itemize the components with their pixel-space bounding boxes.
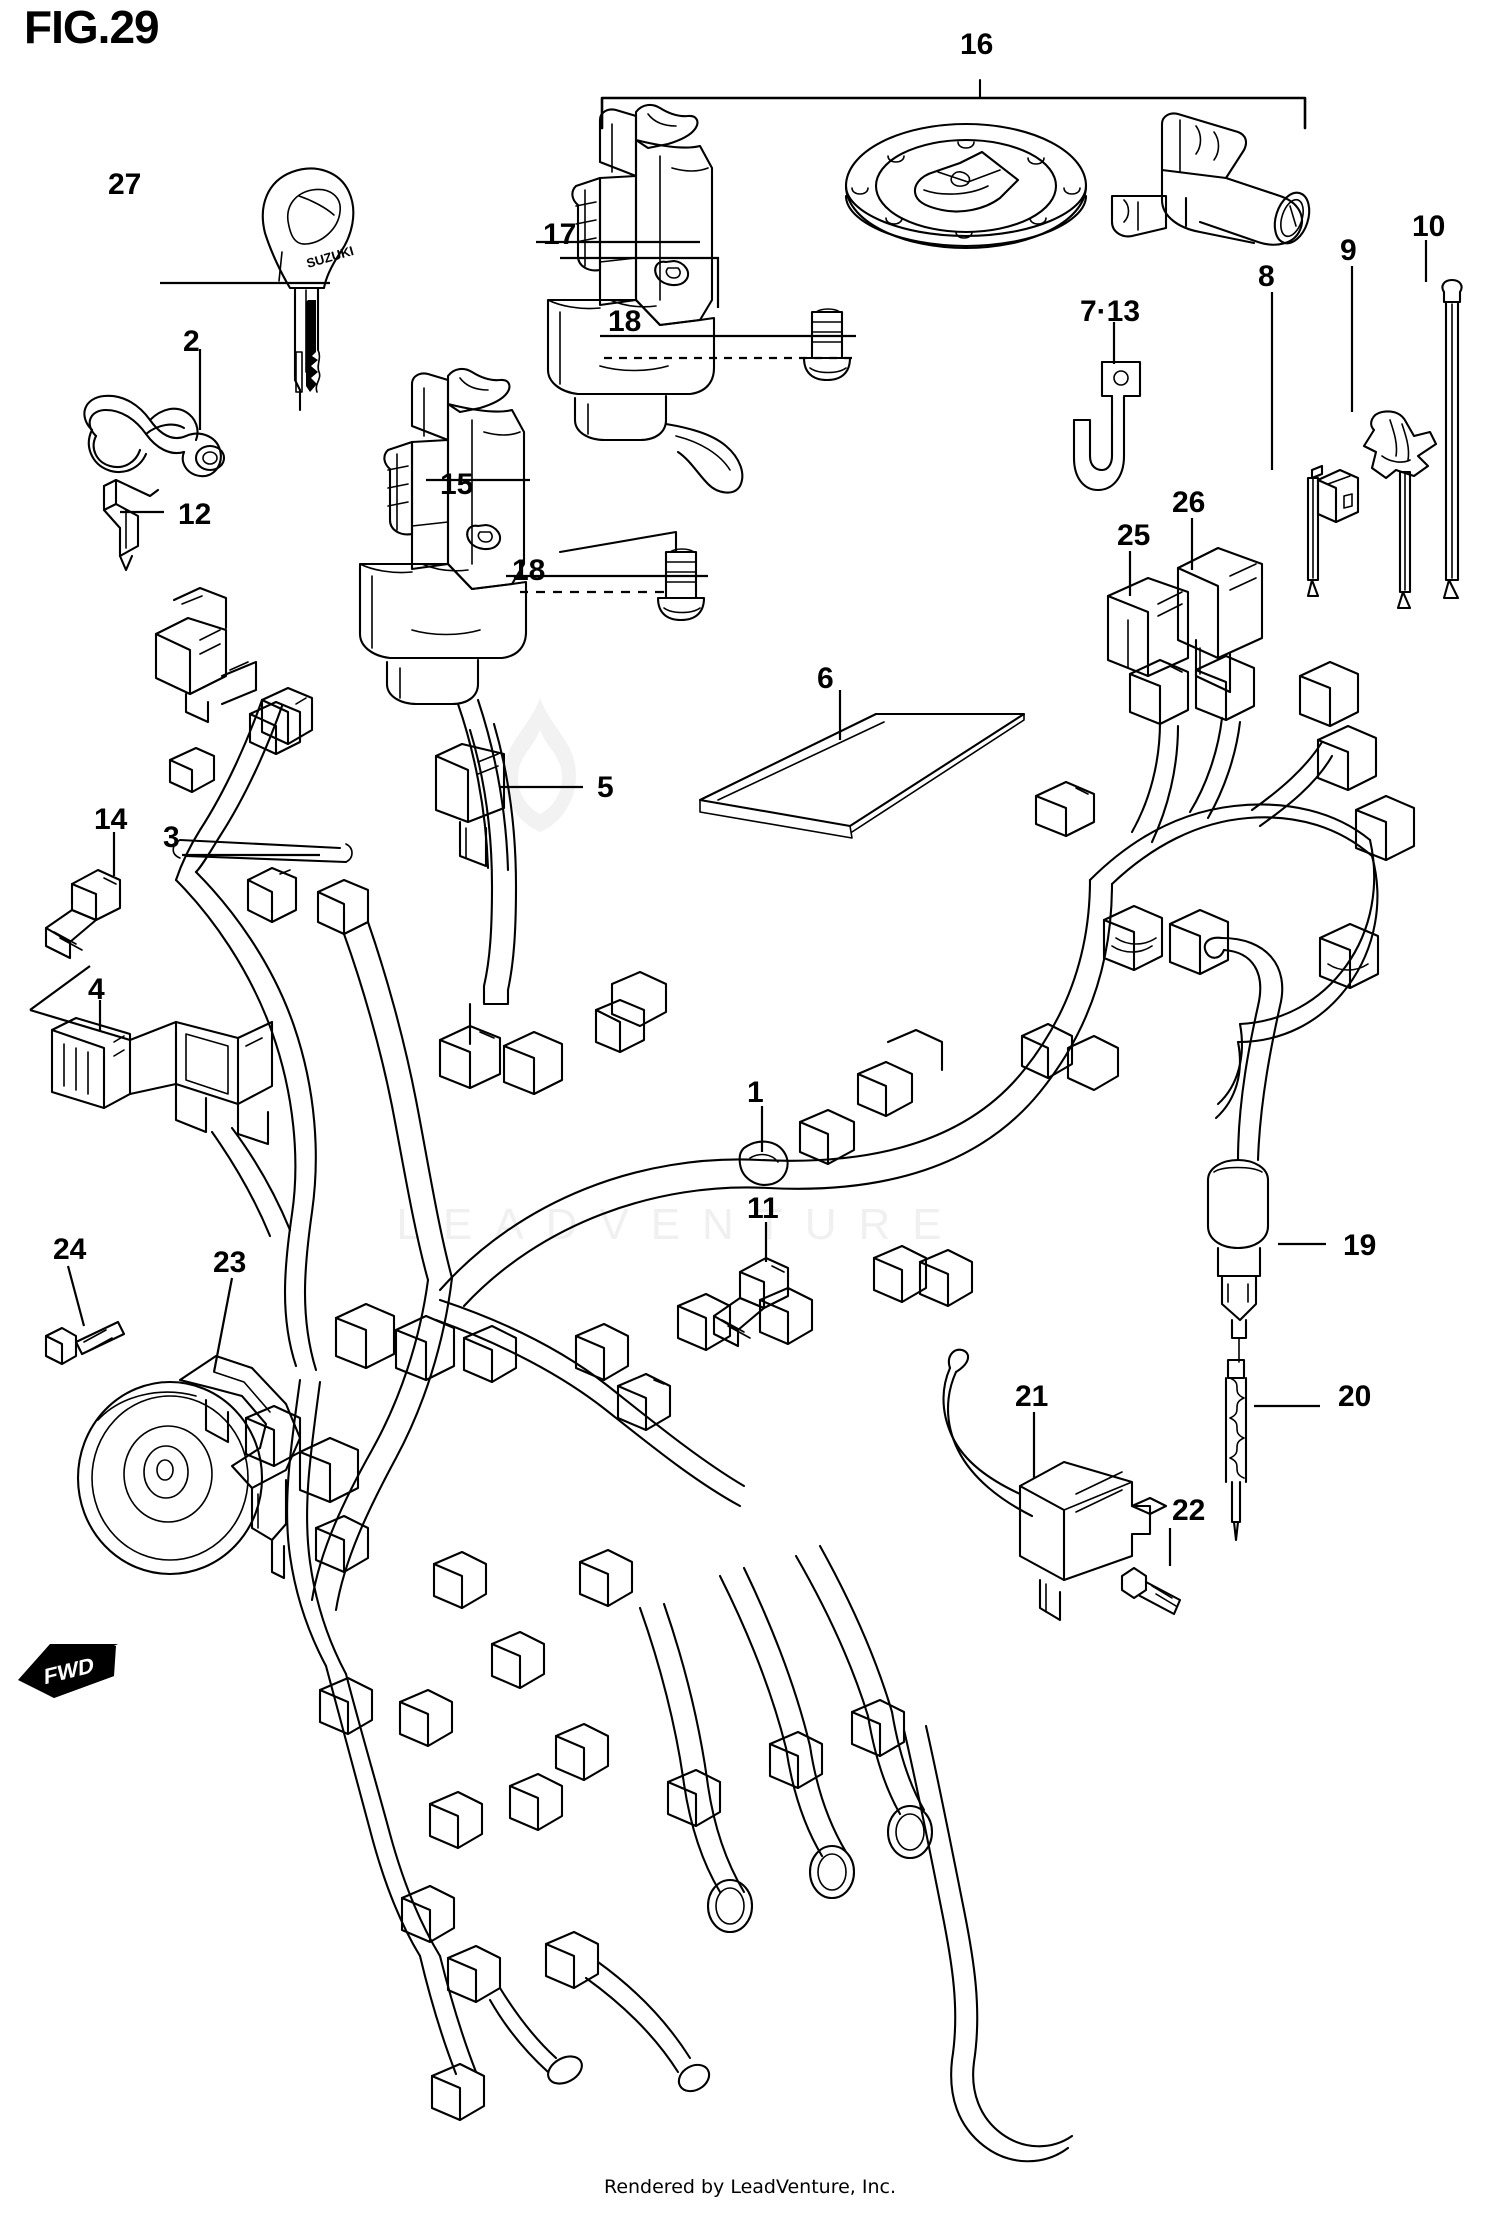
callout-23: 23: [213, 1246, 247, 1279]
callout-18-upper: 18: [608, 305, 642, 338]
leader-17-dash: [560, 256, 720, 308]
callout-8: 8: [1258, 260, 1275, 293]
fwd-arrow-icon: FWD: [18, 1644, 118, 1698]
leader-23: [212, 1277, 234, 1373]
part-spring-20: [1224, 1358, 1248, 1542]
leader-24: [66, 1265, 86, 1327]
callout-1: 1: [747, 1076, 764, 1109]
part-bolt-14: [44, 868, 122, 960]
part-relay-26: [1176, 546, 1264, 694]
figure-title: FIG.29: [24, 1, 160, 53]
callout-26: 26: [1172, 486, 1206, 519]
part-lock-cylinder: [1110, 112, 1311, 246]
callout-19: 19: [1343, 1229, 1377, 1262]
leader-14-split: [29, 965, 131, 1042]
callout-21: 21: [1015, 1380, 1049, 1413]
part-wiring-harness: [128, 586, 1416, 2163]
part-shear-bolt-upper: [802, 308, 852, 382]
part-harness-clamp: [83, 394, 226, 478]
part-fuel-tank-cap: [844, 122, 1088, 250]
part-harness-holder: [1362, 410, 1438, 610]
callout-27: 27: [108, 168, 142, 201]
callout-12: 12: [178, 498, 212, 531]
callout-18-lower: 18: [512, 554, 546, 587]
footer-credit: Rendered by LeadVenture, Inc.: [603, 2176, 897, 2198]
part-switch-screw-22: [1120, 1566, 1182, 1616]
callout-6: 6: [817, 662, 834, 695]
part-horn-bolt-24: [44, 1320, 126, 1366]
callout-5: 5: [597, 771, 614, 804]
callout-3: 3: [163, 821, 180, 854]
callout-14: 14: [94, 803, 128, 836]
callout-20: 20: [1338, 1380, 1372, 1413]
callout-10: 10: [1412, 210, 1446, 243]
part-wire-clamp: [102, 478, 160, 572]
callout-9: 9: [1340, 234, 1357, 267]
part-fuse-block: [50, 1016, 132, 1110]
part-cable-tie: [1441, 278, 1463, 600]
part-shear-bolt-lower: [520, 530, 706, 622]
callout-11: 11: [747, 1192, 779, 1225]
callout-4: 4: [88, 973, 105, 1006]
part-ignition-switch: [546, 103, 744, 494]
callout-17: 17: [543, 218, 577, 251]
part-horn-bracket: [178, 1354, 302, 1580]
harness-band-3: [178, 838, 342, 850]
svg-text:SUZUKI: SUZUKI: [305, 243, 356, 271]
part-flange-bolt: [712, 1256, 790, 1348]
part-oil-pressure-switch: [1203, 936, 1284, 1363]
callout-2: 2: [183, 325, 200, 358]
callout-22: 22: [1172, 1494, 1206, 1527]
part-connector-cap: [434, 742, 506, 868]
part-harness-bracket: [1072, 360, 1142, 492]
callout-7-13: 7·13: [1080, 295, 1141, 328]
callout-16: 16: [960, 28, 994, 61]
callout-24: 24: [53, 1233, 87, 1266]
part-side-stand-switch: [942, 1348, 1168, 1622]
part-protection-sheet: [698, 712, 1026, 839]
part-steering-lock-switch: [358, 367, 528, 706]
part-cable-tie-clip: [1306, 464, 1360, 598]
callout-15: 15: [440, 468, 474, 501]
part-relay-25: [1106, 576, 1190, 678]
callout-25: 25: [1117, 519, 1151, 552]
part-ignition-key: SUZUKI: [261, 167, 356, 412]
part-horn: [76, 1380, 264, 1576]
